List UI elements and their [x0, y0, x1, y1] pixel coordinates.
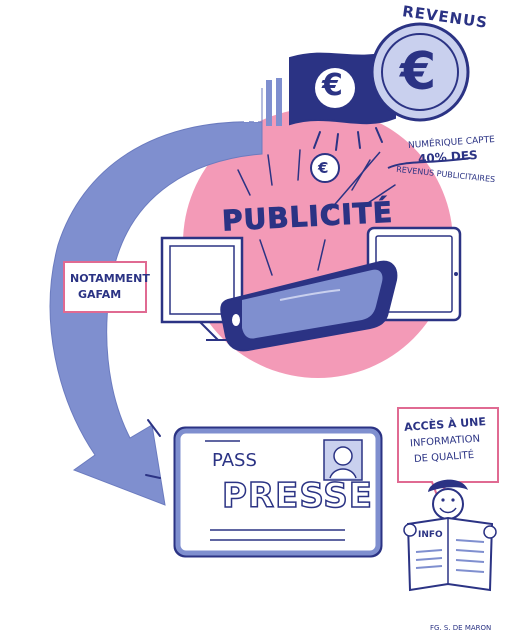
notamment-line-2: GAFAM	[78, 288, 121, 301]
notamment-line-1: NOTAMMENT	[70, 272, 150, 285]
arrow-stripe-1	[244, 88, 249, 122]
arrow-stripe-2	[254, 88, 258, 122]
banknote-euro-symbol: €	[322, 68, 343, 103]
pass-label: PASS	[212, 450, 257, 471]
notamment-box	[64, 262, 146, 312]
credit-label: FG. S. DE MARON	[430, 624, 491, 632]
presse-label: PRESSE	[222, 476, 373, 516]
arrow-stripe-3	[266, 80, 272, 126]
arrow-stripe-4	[276, 78, 282, 126]
coin-euro-symbol: €	[400, 42, 436, 102]
small-coin-euro-symbol: €	[318, 159, 328, 177]
newspaper-info-label: INFO	[418, 530, 443, 540]
